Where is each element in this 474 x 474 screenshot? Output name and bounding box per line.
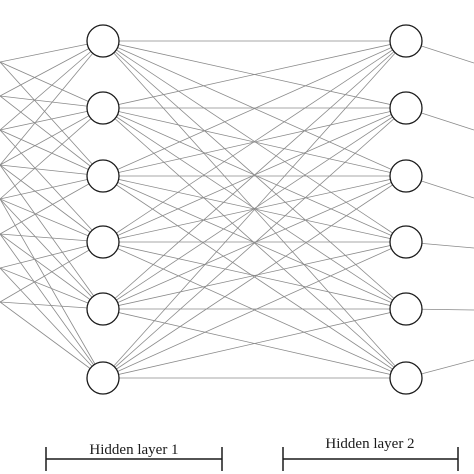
hidden-layer-1-node	[86, 225, 120, 259]
edge-input-h1	[0, 164, 104, 177]
hidden-layer-1-label: Hidden layer 1	[89, 442, 178, 458]
hidden-layer-2-label: Hidden layer 2	[325, 436, 414, 452]
edge-input-h1	[0, 267, 104, 379]
edge-h1-h2	[102, 40, 407, 177]
hidden-layer-2-node	[389, 91, 423, 125]
edge-input-h1	[0, 233, 104, 243]
edge-h1-h2	[102, 40, 407, 109]
edge-h1-h2	[102, 40, 407, 379]
hidden-layer-1-node	[86, 24, 120, 58]
hidden-layer-2-node	[389, 361, 423, 395]
edge-input-h1	[0, 40, 104, 63]
edge-h1-h2	[102, 40, 407, 310]
edge-input-h1	[0, 107, 104, 200]
edge-input-h1	[0, 40, 104, 166]
edge-input-h1	[0, 233, 104, 379]
neurons	[86, 24, 423, 395]
edge-input-h1	[0, 241, 104, 303]
edge-input-h1	[0, 175, 104, 235]
label-bg	[76, 440, 192, 458]
edge-input-h1	[0, 164, 104, 243]
hidden-layer-1-node	[86, 91, 120, 125]
edge-input-h1	[0, 198, 104, 243]
edge-input-h1	[0, 164, 104, 310]
edge-input-h1	[0, 40, 104, 97]
edge-input-h1	[0, 107, 104, 131]
edge-h1-h2	[102, 107, 407, 310]
hidden-layer-2-node	[389, 225, 423, 259]
hidden-layer-1-node	[86, 159, 120, 193]
edge-input-h1	[0, 107, 104, 166]
edge-input-h1	[0, 95, 104, 177]
edge-input-h1	[0, 175, 104, 200]
edge-input-h1	[0, 129, 104, 243]
edge-input-h1	[0, 241, 104, 269]
edge-h1-h2	[102, 107, 407, 177]
hidden-layer-1-node	[86, 292, 120, 326]
edge-input-h1	[0, 301, 104, 310]
edge-input-h1	[0, 40, 104, 131]
edge-input-h1	[0, 198, 104, 310]
edge-h1-h2	[102, 175, 407, 379]
label-bg	[312, 434, 428, 452]
edge-h1-h2	[102, 40, 407, 243]
hidden-layer-2-node	[389, 292, 423, 326]
hidden-layer-1-node	[86, 361, 120, 395]
edge-h1-h2	[102, 107, 407, 379]
edge-input-h1	[0, 267, 104, 310]
hidden-layer-1-bracket: Hidden layer 1	[45, 440, 223, 471]
edge-input-h1	[0, 233, 104, 310]
edge-h1-h2	[102, 241, 407, 379]
edge-input-h1	[0, 301, 104, 379]
connections	[0, 40, 474, 379]
edge-input-h1	[0, 95, 104, 109]
edge-h1-h2	[102, 241, 407, 310]
hidden-layer-2-bracket: Hidden layer 2	[282, 434, 459, 471]
hidden-layer-2-node	[389, 159, 423, 193]
hidden-layer-2-node	[389, 24, 423, 58]
edge-h1-h2	[102, 308, 407, 379]
